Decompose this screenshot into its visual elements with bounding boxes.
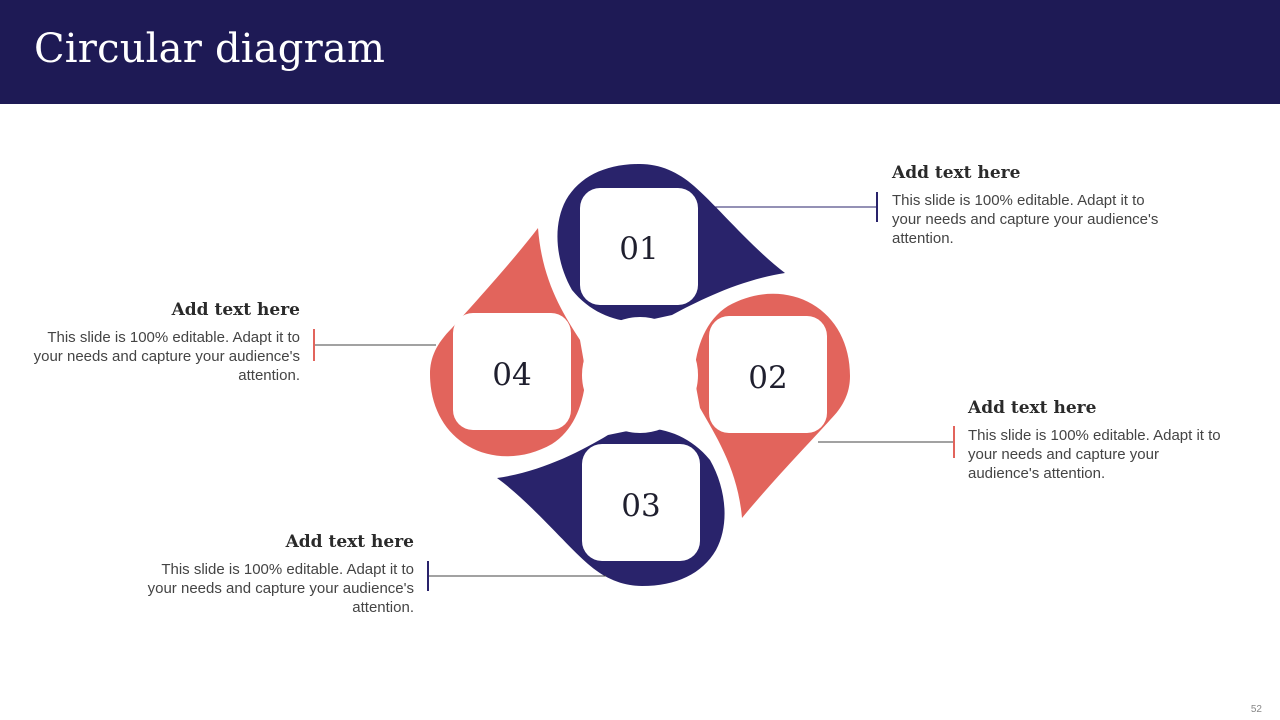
segment-03-number: 03 xyxy=(621,488,660,524)
segment-01-number: 01 xyxy=(619,231,658,267)
text-block-03: Add text here This slide is 100% editabl… xyxy=(144,532,414,617)
text-block-01: Add text here This slide is 100% editabl… xyxy=(892,163,1162,248)
box-01 xyxy=(580,188,698,305)
box-04 xyxy=(453,313,571,430)
block-02-heading: Add text here xyxy=(968,398,1097,418)
text-block-02: Add text here This slide is 100% editabl… xyxy=(968,398,1228,483)
block-03-description: This slide is 100% editable. Adapt it to… xyxy=(147,561,414,616)
box-02 xyxy=(709,316,827,433)
header-bar: Circular diagram xyxy=(0,0,1280,104)
block-01-heading: Add text here xyxy=(892,163,1021,183)
block-04-description: This slide is 100% editable. Adapt it to… xyxy=(33,329,300,384)
block-02-description: This slide is 100% editable. Adapt it to… xyxy=(968,427,1221,482)
segment-02-number: 02 xyxy=(748,360,787,396)
block-01-description: This slide is 100% editable. Adapt it to… xyxy=(892,192,1159,247)
text-block-04: Add text here This slide is 100% editabl… xyxy=(30,300,300,385)
page-title: Circular diagram xyxy=(34,26,386,72)
block-03-heading: Add text here xyxy=(285,532,414,552)
center-circle xyxy=(582,317,698,433)
page-number: 52 xyxy=(1250,704,1262,715)
segment-04-number: 04 xyxy=(492,357,531,393)
block-04-heading: Add text here xyxy=(171,300,300,320)
box-03 xyxy=(582,444,700,561)
